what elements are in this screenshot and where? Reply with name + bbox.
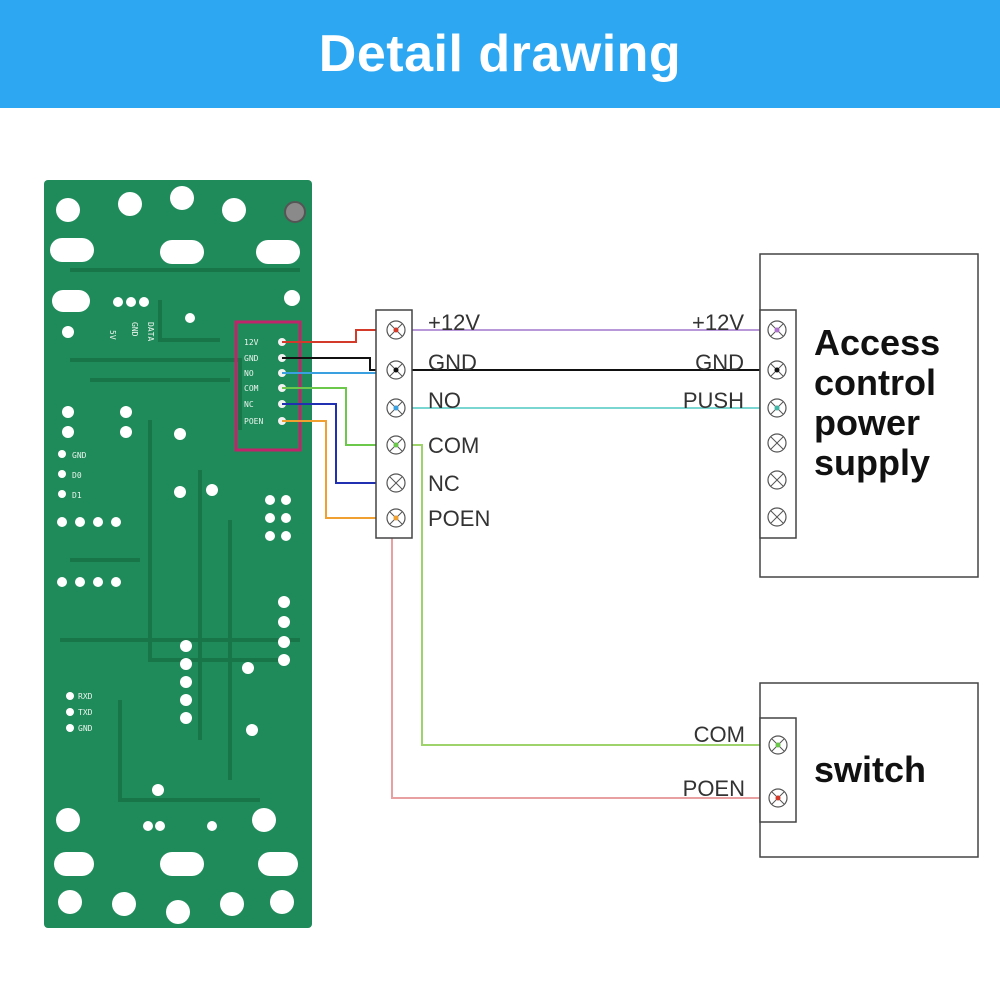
silk-5v: 5V [108, 330, 117, 340]
power-label-gnd: GND [695, 350, 744, 375]
power-supply-box: +12V GND PUSH Access control power suppl… [683, 253, 979, 578]
screw-icon [767, 433, 787, 453]
board-label-com: COM [244, 384, 259, 393]
silk-side-d1: D1 [72, 491, 82, 500]
screw-icon [386, 435, 406, 455]
wire-nc [282, 403, 396, 484]
switch-label-poen: POEN [683, 776, 745, 801]
screw-icon [386, 508, 406, 528]
silk-rxd: RXD [78, 692, 93, 701]
terminal-label-gnd: GND [428, 350, 477, 375]
power-label-12v: +12V [692, 310, 744, 335]
power-supply-terminal-strip [759, 309, 797, 539]
pcb-mounting-holes [50, 186, 300, 924]
screw-icon [767, 398, 787, 418]
power-supply-screws [767, 320, 787, 527]
screw-icon [386, 473, 406, 493]
switch-label-com: COM [694, 722, 745, 747]
terminal-label-poen: POEN [428, 506, 490, 531]
screw-icon [768, 788, 788, 808]
power-title-line-3: power [814, 402, 920, 443]
board-label-no: NO [244, 369, 254, 378]
terminal-label-no: NO [428, 388, 461, 413]
screw-icon [767, 507, 787, 527]
terminal-label-com: COM [428, 433, 479, 458]
pcb-body [44, 180, 312, 928]
pcb-traces [60, 268, 300, 802]
board-label-poen: POEN [244, 417, 263, 426]
screw-icon [284, 201, 306, 223]
silk-txd: TXD [78, 708, 93, 717]
screw-icon [767, 320, 787, 340]
switch-box: COM POEN switch [683, 682, 979, 858]
power-label-push: PUSH [683, 388, 744, 413]
board-label-12v: 12V [244, 338, 259, 347]
terminal-block: +12V GND NO COM NC POEN [375, 309, 490, 539]
screw-icon [767, 470, 787, 490]
pcb-board: 5V GND DATA GND D0 D1 RXD TXD GND 12V GN… [44, 180, 312, 928]
board-label-gnd: GND [244, 354, 259, 363]
screw-icon [768, 735, 788, 755]
power-title-line-1: Access [814, 322, 940, 363]
screw-icon [767, 360, 787, 380]
switch-terminal-strip [759, 717, 797, 823]
switch-title: switch [814, 749, 926, 790]
wire-switch-poen [391, 517, 778, 799]
terminal-highlight [234, 320, 302, 452]
silk-data: DATA [146, 322, 155, 341]
pcb-pads [57, 297, 291, 831]
terminal-label-nc: NC [428, 471, 460, 496]
terminal-label-12v: +12V [428, 310, 480, 335]
power-title-line-4: supply [814, 442, 930, 483]
power-title-line-2: control [814, 362, 936, 403]
board-label-nc: NC [244, 400, 254, 409]
screw-icon [386, 320, 406, 340]
screw-icon [386, 360, 406, 380]
header-title: Detail drawing [318, 25, 682, 83]
silk-gnd-top: GND [130, 322, 139, 337]
silk-uart-gnd: GND [78, 724, 93, 733]
terminal-block-body [375, 309, 413, 539]
silk-side-gnd: GND [72, 451, 87, 460]
terminal-screws [386, 320, 406, 528]
screw-icon [386, 398, 406, 418]
wire-poen [282, 420, 396, 519]
silk-side-d0: D0 [72, 471, 82, 480]
header-banner: Detail drawing [0, 0, 1000, 108]
wire-com [282, 387, 396, 446]
